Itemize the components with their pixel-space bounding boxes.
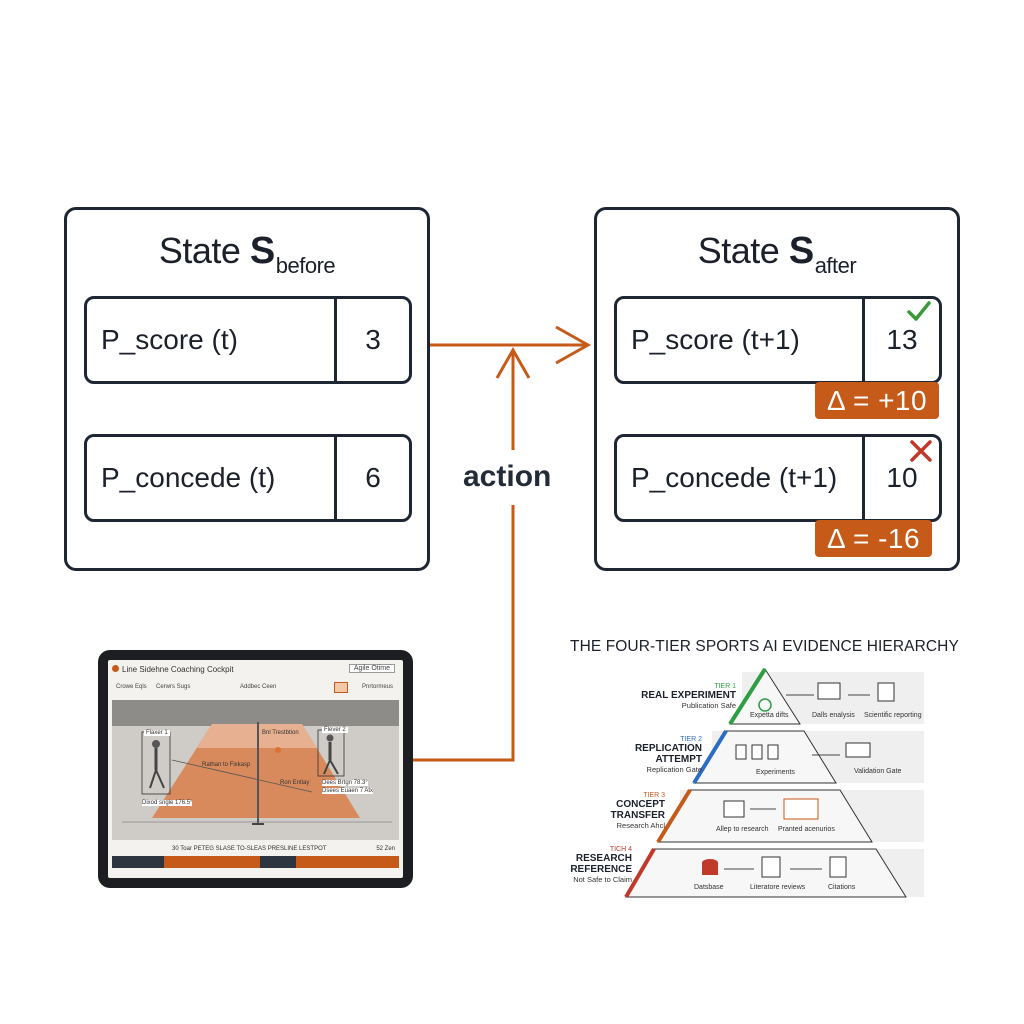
tier-caption: Expetta difts bbox=[750, 712, 789, 719]
app-toolbar: Crowe Eqls Cerwrs Sugs Addbec Ceen Pnrto… bbox=[112, 682, 399, 695]
coaching-cockpit-screen: Line Sidehne Coaching Cockpit Agile Otim… bbox=[108, 660, 403, 878]
timeline-panel: 30 Toar PETEG SLASE TO-SLEAS PRESLINE LE… bbox=[112, 846, 399, 872]
player-label: Flaxer 1 bbox=[144, 730, 170, 736]
variable-value: 6 bbox=[365, 462, 381, 493]
tier-caption: Pranted acenurios bbox=[778, 826, 835, 833]
tier-caption: Scientific reporting bbox=[864, 712, 922, 719]
delta-badge-score: Δ = +10 bbox=[815, 382, 940, 419]
variable-label: P_concede (t+1) bbox=[617, 437, 865, 519]
state-before-panel: State Sbefore P_score (t) 3 P_concede (t… bbox=[64, 207, 430, 571]
delta-badge-concede: Δ = -16 bbox=[815, 520, 933, 557]
event-strip[interactable] bbox=[112, 856, 399, 868]
app-title: Line Sidehne Coaching Cockpit bbox=[122, 665, 234, 674]
arrow-head-right bbox=[555, 325, 592, 365]
variable-label: P_score (t) bbox=[87, 299, 337, 381]
court-annotation: Rathan to Fixkasp bbox=[202, 762, 251, 768]
state-after-title: State Safter bbox=[697, 230, 857, 278]
court-annotation: Dixod sngle 176.5° bbox=[142, 800, 193, 806]
variable-row-p-concede-next: P_concede (t+1) 10 bbox=[614, 434, 942, 522]
event-block[interactable] bbox=[260, 856, 296, 868]
court-annotation: Bnl Trestbtion bbox=[262, 730, 299, 736]
variable-row-p-score-next: P_score (t+1) 13 bbox=[614, 296, 942, 384]
check-icon bbox=[907, 301, 931, 321]
state-after-panel: State Safter P_score (t+1) 13 P_concede … bbox=[594, 207, 960, 571]
pyramid-diagram bbox=[624, 667, 907, 899]
court-annotation: Dsees Euaen 7 Atx bbox=[322, 788, 374, 794]
toolbar-item[interactable]: Addbec Ceen bbox=[240, 684, 277, 690]
variable-row-p-score: P_score (t) 3 bbox=[84, 296, 412, 384]
flag-toggle[interactable] bbox=[334, 682, 348, 693]
event-block[interactable] bbox=[112, 856, 164, 868]
cross-icon bbox=[910, 440, 932, 462]
court-view: Flaxer 1 Flever 2 Bnl Trestbtion Rathan … bbox=[112, 700, 399, 840]
tier-caption: Dalls enalysis bbox=[812, 712, 855, 719]
variable-value: 13 bbox=[886, 324, 918, 355]
tier-caption: Literatore reviews bbox=[750, 884, 806, 891]
court-annotation: Dees Brtgn 78.3° bbox=[322, 780, 368, 786]
tier-1-label: TIER 1 REAL EXPERIMENT Publication Safe bbox=[641, 683, 736, 710]
variable-row-p-concede: P_concede (t) 6 bbox=[84, 434, 412, 522]
header-button[interactable]: Agile Otime bbox=[348, 664, 395, 673]
tier-2-label: TIER 2 REPLICATION ATTEMPT Replication G… bbox=[634, 736, 702, 774]
toolbar-item[interactable]: Cerwrs Sugs bbox=[156, 684, 191, 690]
arrow-head-up bbox=[495, 346, 531, 379]
player-label: Flever 2 bbox=[322, 727, 348, 733]
app-logo-icon bbox=[112, 665, 119, 672]
tier-caption: Allep to research bbox=[716, 826, 769, 833]
tier-3-label: TIER 3 CONCEPT TRANSFER Research Ahcl bbox=[610, 792, 665, 830]
tablet-device: Line Sidehne Coaching Cockpit Agile Otim… bbox=[98, 650, 413, 888]
tier-caption: Validation Gate bbox=[854, 768, 902, 775]
timeline-time: 52 Zen bbox=[376, 846, 395, 852]
variable-value: 3 bbox=[365, 324, 381, 355]
state-before-title: State Sbefore bbox=[158, 230, 336, 278]
timeline-caption: 30 Toar PETEG SLASE TO-SLEAS PRESLINE LE… bbox=[172, 846, 327, 852]
variable-label: P_score (t+1) bbox=[617, 299, 865, 381]
pyramid-title: THE FOUR-TIER SPORTS AI EVIDENCE HIERARC… bbox=[570, 638, 959, 655]
court-illustration bbox=[112, 700, 399, 840]
tier-caption: Datsbase bbox=[694, 884, 724, 891]
tier-4-label: TICH 4 RESEARCH REFERENCE Not Safe to Cl… bbox=[570, 846, 632, 884]
toolbar-item[interactable]: Pnrtormeus bbox=[362, 684, 394, 690]
tier-caption: Experiments bbox=[756, 769, 795, 776]
tier-caption: Citations bbox=[828, 884, 856, 891]
toolbar-item[interactable]: Crowe Eqls bbox=[116, 684, 147, 690]
action-label: action bbox=[463, 460, 552, 493]
court-annotation: Ron Entlay bbox=[280, 780, 310, 786]
variable-value: 10 bbox=[886, 462, 918, 493]
variable-label: P_concede (t) bbox=[87, 437, 337, 519]
